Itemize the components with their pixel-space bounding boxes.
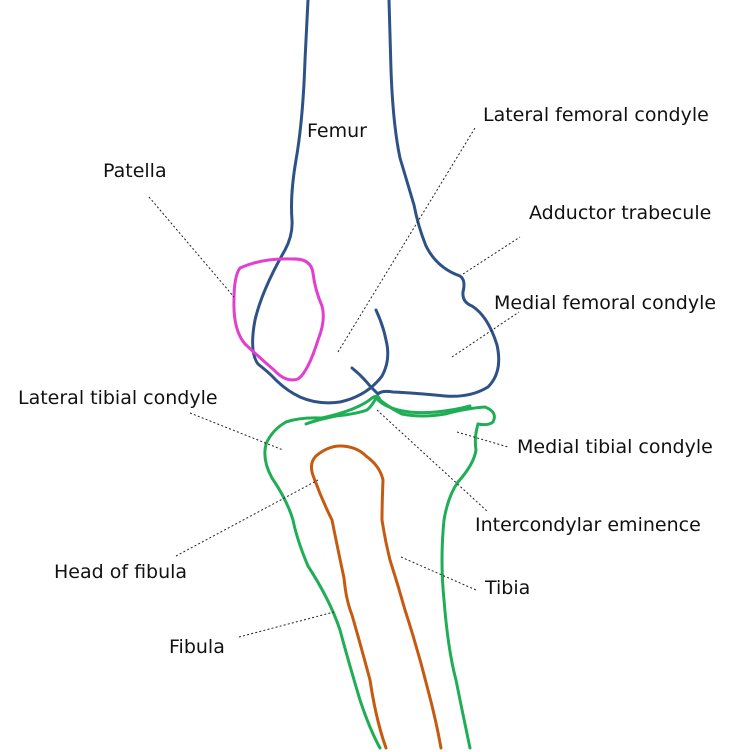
femur-outline bbox=[251, 0, 501, 405]
label-fibula: Fibula bbox=[169, 636, 225, 658]
label-femur: Femur bbox=[307, 120, 367, 142]
label-medial-tibial-condyle: Medial tibial condyle bbox=[517, 436, 713, 458]
fibula-outline bbox=[309, 444, 443, 750]
leader-lateral-tibial-condyle bbox=[189, 412, 284, 451]
tibia-eminence-line-medial bbox=[376, 398, 472, 415]
leader-patella bbox=[148, 196, 235, 298]
tibia-outline bbox=[263, 394, 496, 750]
tibia-lateral-border bbox=[263, 420, 382, 750]
label-tibia: Tibia bbox=[484, 577, 530, 599]
label-patella: Patella bbox=[103, 160, 167, 182]
leader-tibia bbox=[400, 556, 477, 591]
femur-condyle-notch bbox=[350, 366, 380, 396]
label-lateral-femoral-condyle: Lateral femoral condyle bbox=[483, 104, 709, 126]
label-adductor-trabecule: Adductor trabecule bbox=[529, 202, 711, 224]
tibia-plateau bbox=[284, 394, 496, 427]
tibia-eminence-line bbox=[304, 396, 378, 426]
patella-outline bbox=[232, 257, 325, 382]
label-intercondylar-eminence: Intercondylar eminence bbox=[475, 514, 701, 536]
leader-lateral-femoral-condyle bbox=[337, 127, 476, 353]
tibia-medial-border bbox=[440, 422, 480, 750]
leader-adductor-trabecule bbox=[462, 236, 521, 275]
label-medial-femoral-condyle: Medial femoral condyle bbox=[494, 292, 716, 314]
label-lateral-tibial-condyle: Lateral tibial condyle bbox=[18, 387, 218, 409]
femur-lateral-shaft bbox=[251, 0, 390, 405]
leader-medial-tibial-condyle bbox=[456, 431, 509, 448]
leader-head-of-fibula bbox=[175, 479, 319, 557]
label-head-of-fibula: Head of fibula bbox=[54, 561, 187, 583]
femur-medial-shaft bbox=[376, 0, 501, 398]
leader-medial-femoral-condyle bbox=[451, 311, 520, 358]
leader-fibula bbox=[238, 611, 335, 638]
